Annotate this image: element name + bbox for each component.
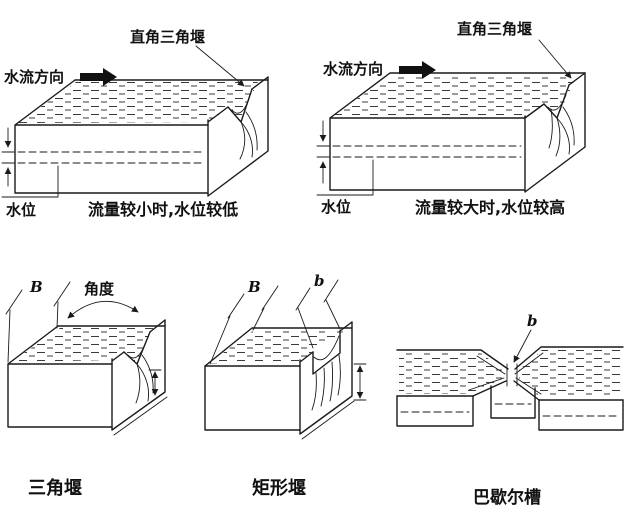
nappe-water-jet (311, 335, 341, 411)
water-level-leader (1, 165, 59, 198)
caption-parshall-flume: 巴歇尔槽 (473, 487, 541, 508)
nappe-water-jet (547, 94, 575, 157)
diagram-triangular-weir-low-flow: 直角三角堰 水流方向 水位 流量较小时,水位较低 (1, 28, 269, 219)
diagram-triangular-weir-detail: B 角度 三角堰 (5, 278, 168, 499)
channel-body (204, 327, 353, 431)
notch-dimension-label: b (314, 272, 325, 290)
water-level-label: 水位 (321, 198, 351, 216)
water-surface-texture (333, 75, 577, 118)
width-dimension-label: B (29, 278, 43, 296)
water-surface-texture (208, 330, 346, 364)
weir-label-leader (195, 45, 245, 87)
flow-direction-label: 水流方向 (323, 60, 383, 78)
angle-dimension-label: 角度 (84, 280, 115, 298)
water-surface-texture (11, 328, 158, 363)
water-level-dashed-lines (316, 145, 522, 158)
diagram-rectangular-weir-detail: B b 矩形堰 (204, 272, 367, 499)
weir-label-leader (538, 39, 572, 79)
caption-triangular-weir: 三角堰 (28, 477, 82, 499)
channel-body (329, 72, 586, 191)
channel-body (14, 79, 269, 194)
diagram-parshall-flume: b 巴歇尔槽 (396, 312, 624, 508)
channel-body (7, 325, 166, 428)
water-level-dashed-lines (1, 151, 205, 164)
throat-dimension-label: b (527, 312, 538, 330)
weir-type-label: 直角三角堰 (457, 20, 532, 38)
water-surface-texture (399, 349, 621, 398)
front-faces (396, 385, 624, 431)
width-dimension-label: B (247, 278, 261, 296)
throat-dimension-leader (513, 329, 532, 363)
notch-dimension-marks (295, 279, 341, 349)
caption-rectangular-weir: 矩形堰 (252, 477, 306, 499)
caption-high-flow: 流量较大时,水位较高 (415, 198, 565, 217)
flow-direction-label: 水流方向 (4, 68, 64, 86)
head-measure-arrow (148, 369, 162, 396)
water-surface-texture (18, 82, 258, 123)
caption-low-flow: 流量较小时,水位较低 (88, 200, 238, 219)
water-level-leader (316, 159, 374, 196)
flow-direction-arrow (80, 68, 117, 86)
angle-dimension-arc (67, 300, 139, 319)
width-dimension-marks (5, 281, 71, 363)
head-measure-arrow (353, 363, 367, 401)
nappe-water-jet (231, 98, 258, 160)
weir-type-label: 直角三角堰 (130, 28, 205, 46)
width-dimension-marks (209, 285, 279, 365)
diagram-triangular-weir-high-flow: 直角三角堰 水流方向 水位 流量较大时,水位较高 (316, 20, 586, 217)
flow-direction-arrow (399, 61, 436, 79)
water-level-label: 水位 (6, 201, 36, 219)
weir-plate (299, 321, 355, 440)
